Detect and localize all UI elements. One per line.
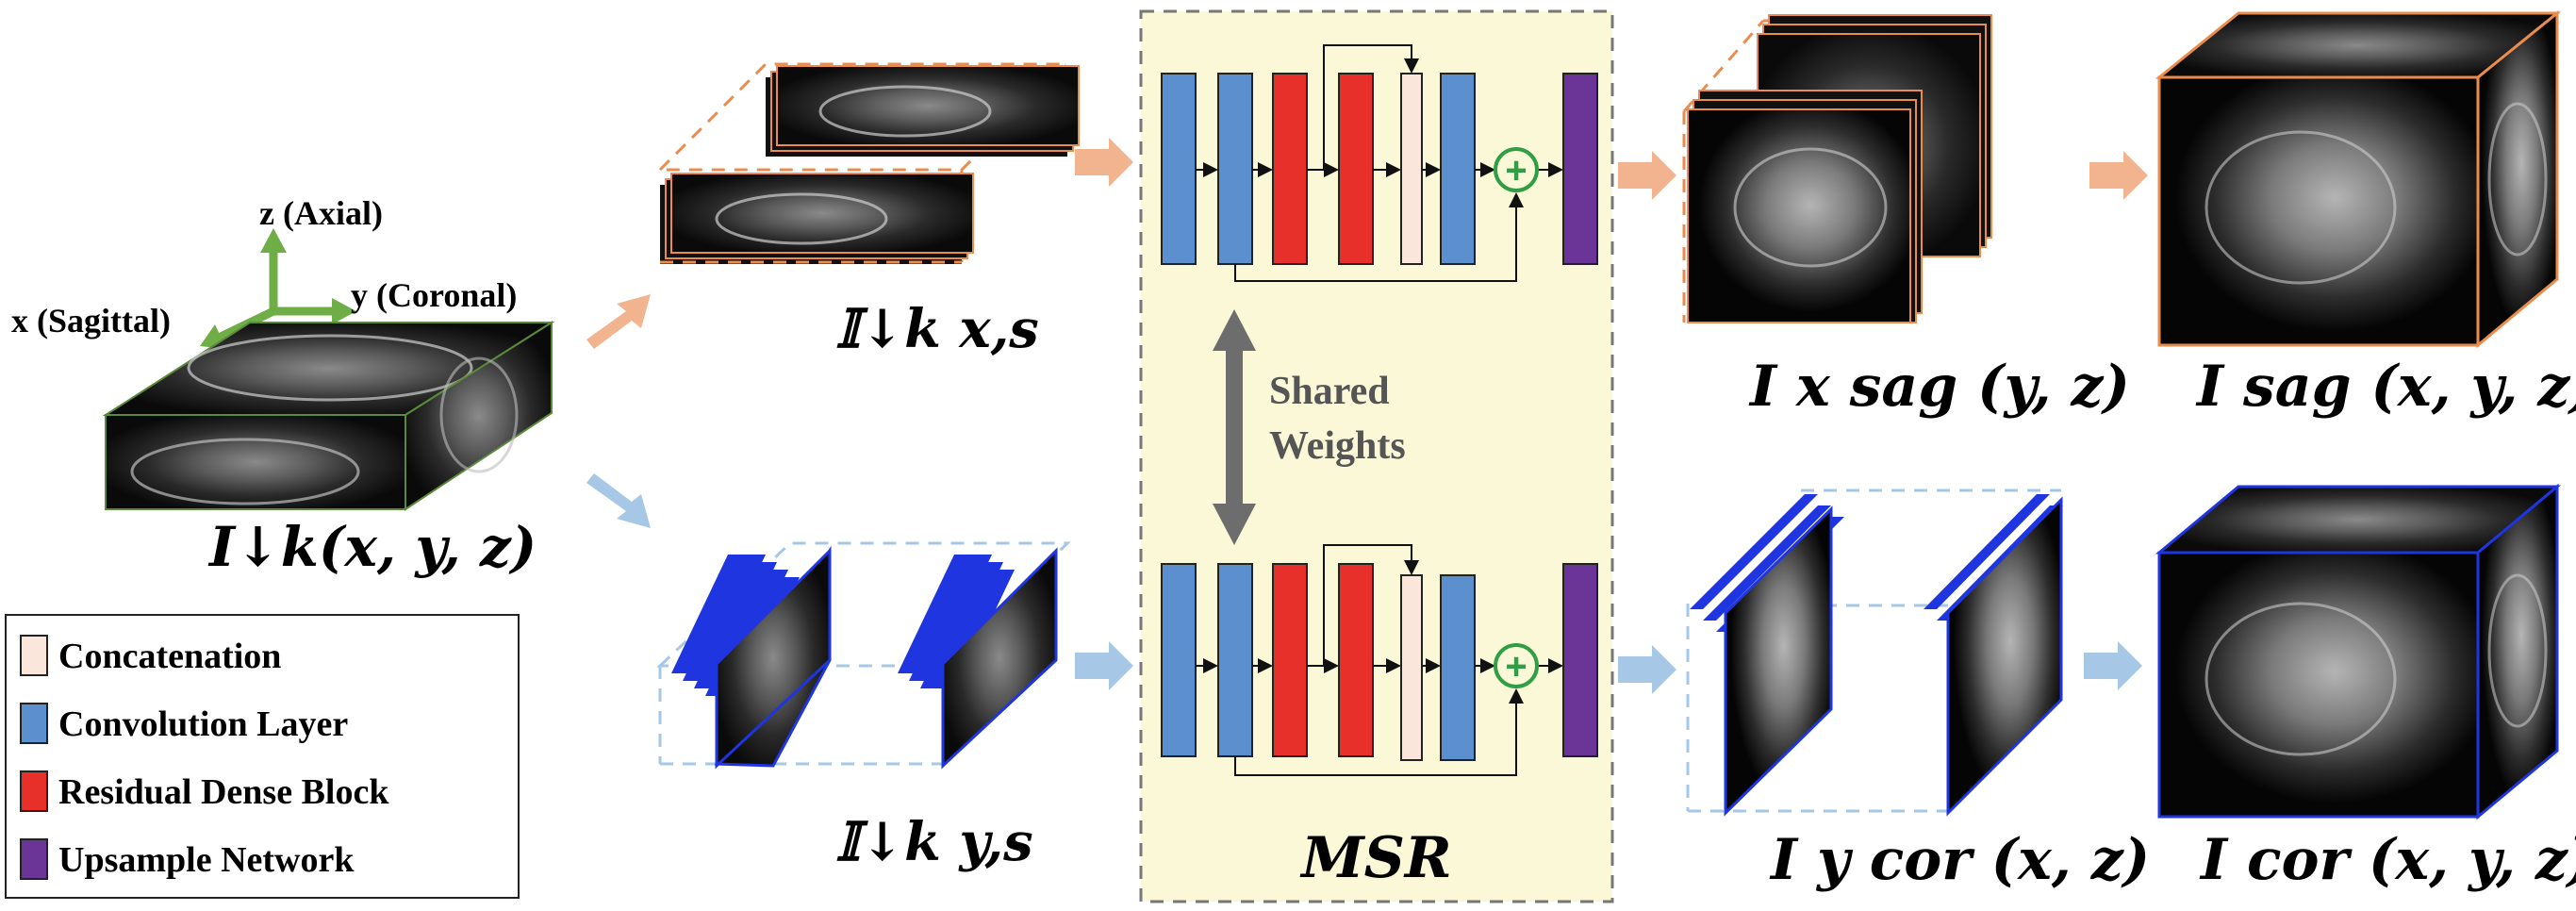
legend-label-convolution: Convolution Layer	[58, 704, 348, 744]
blue-arrow-in	[586, 473, 651, 528]
blue-arrow-msr-out	[1618, 645, 1676, 694]
cor-volume-label: I cor (x, y, z)	[2199, 827, 2576, 893]
shared-weights-line2: Weights	[1269, 424, 1406, 468]
orange-arrow-msr-in	[1075, 138, 1133, 187]
input-volume	[102, 321, 555, 511]
legend-label-upsample: Upsample Network	[58, 840, 355, 880]
legend-label-concatenation: Concatenation	[58, 637, 281, 676]
sum-symbol: +	[1505, 150, 1527, 191]
legend-swatch-residual	[20, 770, 48, 812]
residual-dense-block	[1272, 563, 1308, 757]
legend-swatch-convolution	[20, 703, 48, 744]
residual-dense-block	[1272, 73, 1308, 265]
sag-slice-label: I x sag (y, z)	[1748, 354, 2130, 420]
coronal-slab-stack	[656, 541, 1071, 770]
orange-arrow-in	[586, 294, 651, 349]
stack-x-label: 𝕀↓k x,s	[835, 298, 1039, 360]
y-axis-label: y (Coronal)	[351, 276, 517, 314]
z-axis-label: z (Axial)	[259, 194, 383, 232]
coronal-slab-left	[671, 545, 832, 770]
coronal-slab-right	[898, 547, 1058, 770]
legend-swatch-upsample	[20, 838, 48, 880]
stack-y-label: 𝕀↓k y,s	[835, 811, 1033, 873]
legend-swatch-concatenation	[20, 635, 48, 676]
residual-dense-block	[1338, 563, 1374, 757]
msr-title: MSR	[1299, 825, 1452, 891]
residual-dense-block	[1338, 73, 1374, 265]
sagittal-slab-stack	[656, 62, 1080, 264]
blue-arrow-msr-in	[1075, 641, 1133, 690]
sag-volume-label: I sag (x, y, z)	[2195, 354, 2576, 420]
legend: Concatenation Convolution Layer Residual…	[5, 614, 520, 899]
upsample-network	[1562, 563, 1598, 757]
coronal-volume	[2155, 483, 2562, 820]
conv-layer	[1217, 73, 1253, 265]
cor-slice-label: I y cor (x, z)	[1769, 827, 2150, 893]
orange-arrow-final	[2089, 151, 2148, 200]
coronal-slices-output	[1686, 489, 2063, 817]
concatenation	[1400, 73, 1423, 265]
shared-weights-line1: Shared	[1269, 370, 1390, 413]
sagittal-volume	[2155, 9, 2562, 349]
conv-layer	[1440, 73, 1476, 265]
upsample-network	[1562, 73, 1598, 265]
x-axis-label: x (Sagittal)	[11, 302, 171, 340]
conv-layer	[1440, 574, 1476, 761]
conv-layer	[1161, 73, 1197, 265]
conv-layer	[1161, 563, 1197, 757]
sum-symbol: +	[1505, 646, 1527, 687]
legend-label-residual: Residual Dense Block	[58, 772, 389, 812]
conv-layer	[1217, 563, 1253, 757]
orange-arrow-msr-out	[1618, 151, 1676, 200]
msr-network-top: +	[1161, 44, 1598, 282]
sagittal-slices-output	[1682, 14, 1992, 323]
shared-weights-arrow	[1213, 309, 1256, 545]
input-volume-label: I↓k(x, y, z)	[207, 515, 537, 579]
blue-arrow-final	[2084, 641, 2142, 690]
msr-network-bottom: +	[1161, 544, 1598, 776]
concatenation	[1400, 574, 1423, 761]
